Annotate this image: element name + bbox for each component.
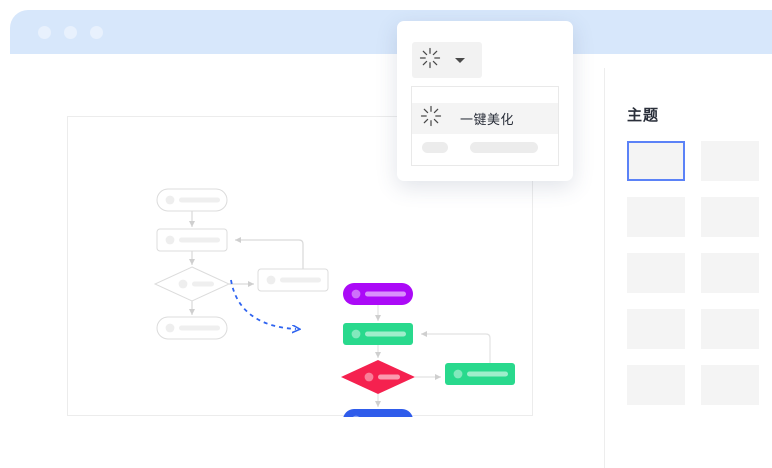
- skeleton-pill-small: [422, 142, 448, 153]
- theme-swatch-3[interactable]: [627, 197, 685, 237]
- styled-node-process-2[interactable]: [445, 363, 515, 385]
- plain-node-decision[interactable]: [153, 266, 231, 302]
- plain-node-process-2[interactable]: [257, 268, 329, 292]
- beautify-popup-panel: 一键美化: [397, 21, 573, 181]
- plain-flowchart[interactable]: [153, 188, 329, 340]
- plain-edges: [189, 211, 304, 315]
- styled-node-process-1[interactable]: [343, 323, 413, 345]
- plain-node-terminator-start[interactable]: [156, 188, 228, 212]
- theme-swatch-4[interactable]: [701, 197, 759, 237]
- menu-skeleton-row: [412, 134, 558, 161]
- theme-swatch-5[interactable]: [627, 253, 685, 293]
- window-minimize-button[interactable]: [64, 26, 77, 39]
- beautify-dropdown-menu[interactable]: 一键美化: [411, 86, 559, 166]
- sparkle-burst-icon: [419, 47, 441, 74]
- theme-swatch-10[interactable]: [701, 365, 759, 405]
- theme-swatch-6[interactable]: [701, 253, 759, 293]
- window-close-button[interactable]: [38, 26, 51, 39]
- app-window: 主题: [10, 10, 772, 468]
- chevron-down-icon: [455, 57, 465, 63]
- title-bar: [10, 10, 772, 54]
- sidebar-divider: [604, 68, 605, 468]
- plain-node-terminator-end[interactable]: [156, 316, 228, 340]
- beautify-toolbar-button[interactable]: [412, 42, 482, 78]
- theme-swatch-1[interactable]: [627, 141, 685, 181]
- dashed-curved-arrow-icon: [230, 279, 296, 329]
- theme-swatch-7[interactable]: [627, 309, 685, 349]
- app-body: 主题: [10, 54, 772, 468]
- window-maximize-button[interactable]: [90, 26, 103, 39]
- canvas-svg: [153, 188, 515, 417]
- edge-s4-s2: [421, 331, 491, 363]
- theme-panel: 主题: [624, 104, 772, 405]
- styled-nodes[interactable]: [341, 283, 515, 417]
- theme-panel-title: 主题: [627, 107, 660, 124]
- theme-swatch-grid[interactable]: [627, 141, 772, 405]
- theme-swatch-8[interactable]: [701, 309, 759, 349]
- menu-item-one-click-beautify[interactable]: 一键美化: [412, 103, 558, 134]
- styled-node-terminator-start[interactable]: [343, 283, 413, 305]
- sparkle-burst-icon: [420, 105, 442, 132]
- styled-flowchart[interactable]: [341, 283, 515, 417]
- styled-node-decision[interactable]: [341, 360, 415, 394]
- theme-swatch-9[interactable]: [627, 365, 685, 405]
- skeleton-pill-large: [470, 142, 538, 153]
- styled-edges: [375, 305, 491, 407]
- theme-swatch-2[interactable]: [701, 141, 759, 181]
- menu-item-label: 一键美化: [460, 112, 515, 127]
- styled-node-terminator-end[interactable]: [343, 409, 413, 417]
- edge-p4-p2: [235, 237, 304, 269]
- plain-node-process-1[interactable]: [156, 228, 228, 252]
- plain-nodes[interactable]: [153, 188, 329, 340]
